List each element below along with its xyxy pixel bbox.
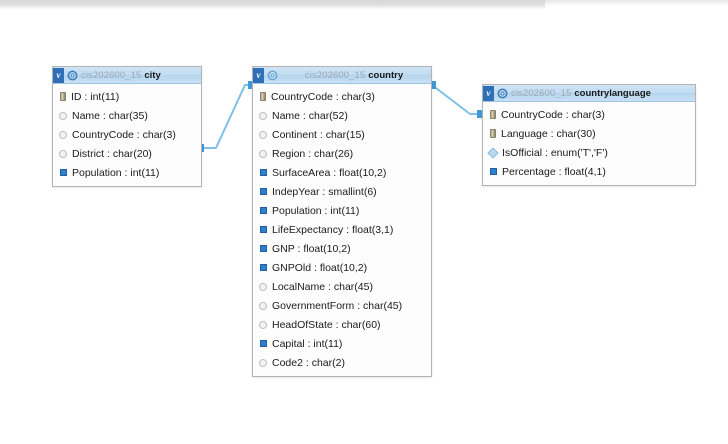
column-label: CountryCode : char(3) <box>271 90 375 103</box>
numeric-column-icon <box>260 264 267 271</box>
numeric-column-icon <box>490 168 497 175</box>
column-row[interactable]: Population : int(11) <box>253 201 431 220</box>
view-marker-icon: v <box>483 85 494 101</box>
column-row[interactable]: GNPOld : float(10,2) <box>253 258 431 277</box>
window-top-chrome <box>0 0 545 9</box>
column-row[interactable]: Capital : int(11) <box>253 334 431 353</box>
column-row[interactable]: CountryCode : char(3) <box>53 125 201 144</box>
column-row[interactable]: CountryCode : char(3) <box>483 105 695 124</box>
column-label: Percentage : float(4,1) <box>502 165 606 178</box>
column-label: Name : char(52) <box>272 109 348 122</box>
primary-key-icon <box>490 110 496 119</box>
numeric-column-icon <box>260 340 267 347</box>
column-label: Continent : char(15) <box>272 128 365 141</box>
column-row[interactable]: SurfaceArea : float(10,2) <box>253 163 431 182</box>
column-list-countrylanguage: CountryCode : char(3) Language : char(30… <box>483 102 695 185</box>
text-column-icon <box>259 358 267 367</box>
column-label: Region : char(26) <box>272 147 354 160</box>
column-label: GovernmentForm : char(45) <box>272 299 403 312</box>
entity-schema-label: cis202600_15 <box>81 69 142 81</box>
window-top-chrome-tail <box>545 0 728 5</box>
column-row[interactable]: Language : char(30) <box>483 124 695 143</box>
column-row[interactable]: Name : char(35) <box>53 106 201 125</box>
column-label: Population : int(11) <box>272 204 360 217</box>
primary-key-icon <box>60 92 66 101</box>
text-column-icon <box>259 111 267 120</box>
entity-name-label: country <box>368 69 404 81</box>
primary-key-icon <box>260 92 266 101</box>
entity-name-label: city <box>144 69 161 81</box>
numeric-column-icon <box>260 188 267 195</box>
column-label: CountryCode : char(3) <box>501 108 605 121</box>
column-row[interactable]: GovernmentForm : char(45) <box>253 296 431 315</box>
column-row[interactable]: Population : int(11) <box>53 163 201 182</box>
column-label: LifeExpectancy : float(3,1) <box>272 223 394 236</box>
column-label: Language : char(30) <box>501 127 596 140</box>
gear-icon[interactable] <box>267 70 278 81</box>
column-row[interactable]: CountryCode : char(3) <box>253 87 431 106</box>
column-label: Capital : int(11) <box>272 337 343 350</box>
numeric-column-icon <box>260 245 267 252</box>
column-label: LocalName : char(45) <box>272 280 373 293</box>
column-label: GNP : float(10,2) <box>272 242 351 255</box>
numeric-column-icon <box>260 207 267 214</box>
entity-table-country[interactable]: v cis202600_15 country CountryCode : cha… <box>252 66 432 377</box>
numeric-column-icon <box>260 226 267 233</box>
entity-schema-label: cis202600_15 <box>511 87 572 99</box>
entity-header-country[interactable]: v cis202600_15 country <box>253 67 431 84</box>
column-row[interactable]: Continent : char(15) <box>253 125 431 144</box>
column-row[interactable]: HeadOfState : char(60) <box>253 315 431 334</box>
column-label: ID : int(11) <box>71 90 120 103</box>
text-column-icon <box>59 149 67 158</box>
er-diagram-canvas[interactable]: v cis202600_15 city ID : int(11) Name : … <box>0 9 728 444</box>
column-row[interactable]: Region : char(26) <box>253 144 431 163</box>
text-column-icon <box>59 111 67 120</box>
column-list-country: CountryCode : char(3) Name : char(52) Co… <box>253 84 431 376</box>
numeric-column-icon <box>60 169 67 176</box>
column-label: IsOfficial : enum('T','F') <box>502 146 608 159</box>
text-column-icon <box>259 320 267 329</box>
column-row[interactable]: IndepYear : smallint(6) <box>253 182 431 201</box>
text-column-icon <box>259 130 267 139</box>
enum-column-icon <box>487 146 499 159</box>
primary-key-icon <box>490 129 496 138</box>
column-label: CountryCode : char(3) <box>72 128 176 141</box>
column-row[interactable]: LocalName : char(45) <box>253 277 431 296</box>
text-column-icon <box>259 282 267 291</box>
column-row[interactable]: District : char(20) <box>53 144 201 163</box>
column-label: District : char(20) <box>72 147 152 160</box>
column-row[interactable]: Percentage : float(4,1) <box>483 162 695 181</box>
column-label: Name : char(35) <box>72 109 148 122</box>
text-column-icon <box>59 130 67 139</box>
text-column-icon <box>259 149 267 158</box>
column-label: Population : int(11) <box>72 166 160 179</box>
view-marker-icon: v <box>53 67 64 83</box>
column-row[interactable]: Name : char(52) <box>253 106 431 125</box>
gear-icon[interactable] <box>497 88 508 99</box>
entity-table-countrylanguage[interactable]: v cis202600_15 countrylanguage CountryCo… <box>482 84 696 186</box>
column-row[interactable]: IsOfficial : enum('T','F') <box>483 143 695 162</box>
column-row[interactable]: GNP : float(10,2) <box>253 239 431 258</box>
column-row[interactable]: LifeExpectancy : float(3,1) <box>253 220 431 239</box>
entity-header-countrylanguage[interactable]: v cis202600_15 countrylanguage <box>483 85 695 102</box>
entity-schema-label: cis202600_15 <box>304 69 366 81</box>
entity-table-city[interactable]: v cis202600_15 city ID : int(11) Name : … <box>52 66 202 187</box>
view-marker-icon: v <box>253 67 264 83</box>
gear-icon[interactable] <box>67 70 78 81</box>
column-label: SurfaceArea : float(10,2) <box>272 166 387 179</box>
column-label: IndepYear : smallint(6) <box>272 185 377 198</box>
column-row[interactable]: Code2 : char(2) <box>253 353 431 372</box>
text-column-icon <box>259 301 267 310</box>
column-label: Code2 : char(2) <box>272 356 345 369</box>
numeric-column-icon <box>260 169 267 176</box>
column-label: HeadOfState : char(60) <box>272 318 381 331</box>
column-label: GNPOld : float(10,2) <box>272 261 368 274</box>
column-row[interactable]: ID : int(11) <box>53 87 201 106</box>
entity-header-city[interactable]: v cis202600_15 city <box>53 67 201 84</box>
entity-name-label: countrylanguage <box>574 87 651 99</box>
column-list-city: ID : int(11) Name : char(35) CountryCode… <box>53 84 201 186</box>
